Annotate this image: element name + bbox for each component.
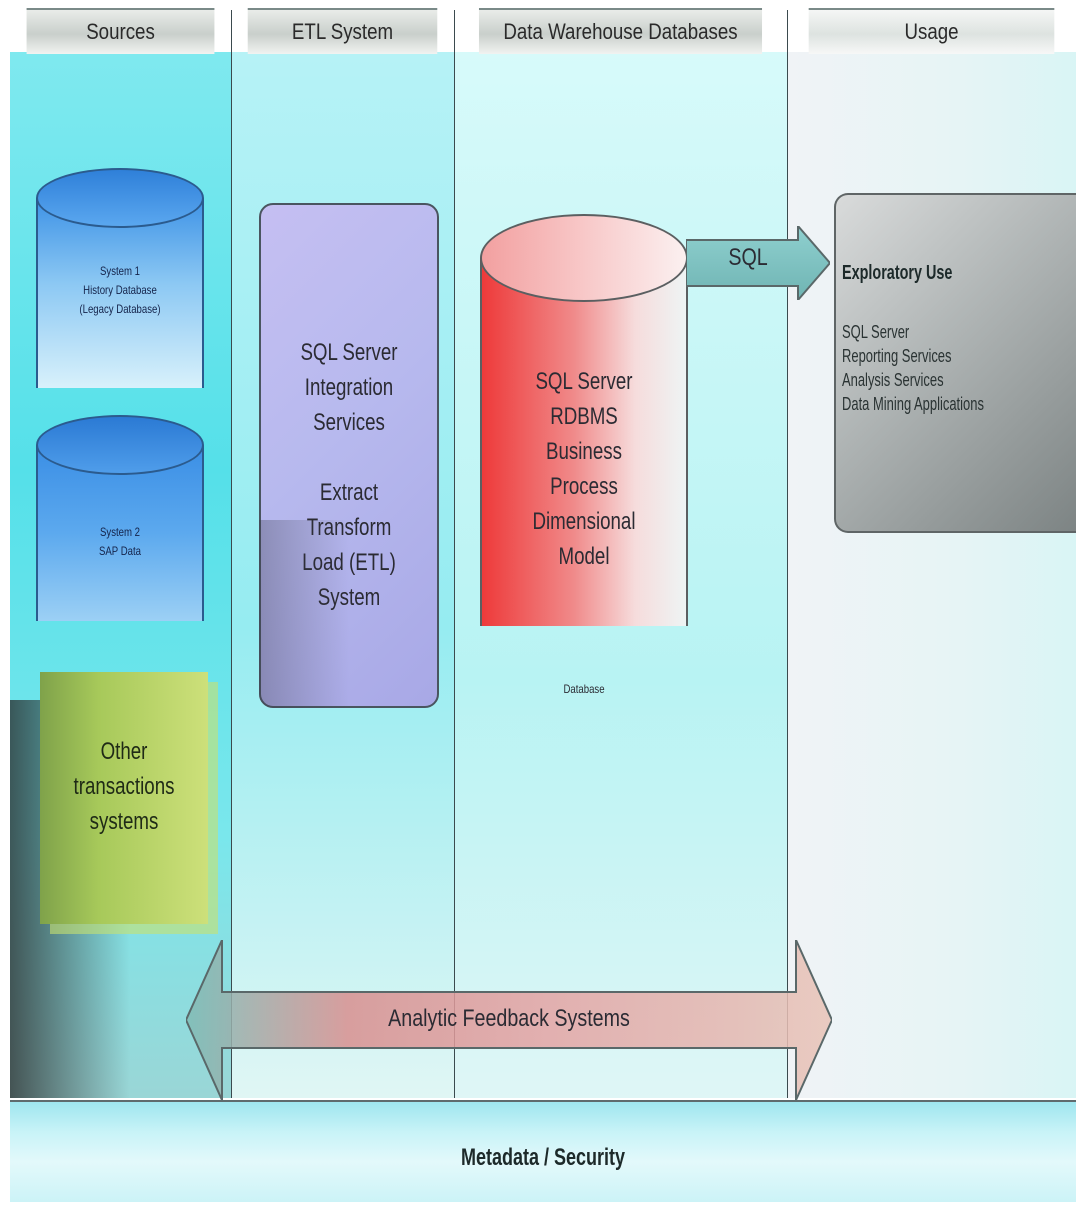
warehouse-database-label: SQL Server RDBMS Business Process Dimens…	[503, 364, 665, 574]
warehouse-line: Dimensional	[532, 508, 636, 535]
other-systems-label: Other transactions systems	[58, 734, 189, 839]
integration-services-label: SQL Server Integration Services	[280, 335, 417, 440]
cylinder-top	[36, 415, 204, 475]
cylinder-body	[480, 258, 688, 626]
header-usage: Usage	[808, 8, 1055, 54]
exploratory-use-item: Analysis Services	[842, 370, 944, 390]
cylinder-top	[480, 214, 688, 302]
etl-system-box: SQL Server Integration Services Extract …	[259, 203, 439, 708]
etl-line: Extract Transform	[306, 479, 392, 541]
other-systems-line: Other	[100, 738, 148, 765]
exploratory-use-item: Reporting Services	[842, 346, 952, 366]
other-systems-line: systems	[89, 808, 159, 835]
metadata-security-label: Metadata / Security	[460, 1144, 626, 1171]
etl-line: Integration	[304, 374, 394, 401]
column-divider	[787, 10, 788, 1098]
system2-label: System 2 SAP Data	[53, 523, 187, 561]
etl-line: System	[280, 580, 417, 615]
exploratory-use-item: Data Mining Applications	[842, 394, 984, 414]
warehouse-database-cylinder: SQL Server RDBMS Business Process Dimens…	[480, 214, 688, 670]
header-sources: Sources	[26, 8, 215, 54]
database-caption: Database	[563, 682, 605, 696]
header-data-warehouse: Data Warehouse Databases	[478, 8, 763, 54]
etl-line: Load (ETL)	[302, 549, 396, 576]
header-etl-system: ETL System	[247, 8, 438, 54]
warehouse-line: SQL Server	[535, 368, 633, 395]
metadata-security-bar	[10, 1100, 1076, 1202]
etl-box-shade	[259, 520, 349, 708]
etl-line: SQL Server	[300, 339, 398, 366]
system1-line: System 1	[99, 264, 140, 278]
cylinder-top	[36, 168, 204, 228]
other-systems-line: transactions	[73, 773, 175, 800]
analytic-feedback-label: Analytic Feedback Systems	[388, 1005, 630, 1032]
other-systems-box	[40, 672, 208, 924]
analytic-feedback-arrow	[186, 940, 832, 1100]
system2-database-cylinder: System 2 SAP Data	[36, 415, 204, 651]
cylinder-body	[36, 198, 204, 388]
column-divider	[231, 10, 232, 1098]
exploratory-use-item: SQL Server	[842, 322, 910, 342]
warehouse-line: Model	[558, 543, 610, 570]
exploratory-use-box	[834, 193, 1076, 533]
etl-line: Services	[313, 409, 385, 436]
sql-arrow-label: SQL	[728, 244, 768, 271]
warehouse-line: RDBMS	[550, 403, 618, 430]
system2-line: SAP Data	[99, 544, 141, 558]
system1-database-cylinder: System 1 History Database (Legacy Databa…	[36, 168, 204, 418]
warehouse-line: Process	[550, 473, 618, 500]
column-divider	[454, 10, 455, 1098]
etl-description-label: Extract Transform Load (ETL) System	[280, 475, 417, 615]
system1-line: History Database	[83, 283, 157, 297]
sql-arrow	[686, 226, 830, 300]
system1-label: System 1 History Database (Legacy Databa…	[53, 262, 187, 319]
warehouse-line: Business	[546, 438, 622, 465]
system1-line: (Legacy Database)	[79, 302, 161, 316]
exploratory-use-title: Exploratory Use	[842, 262, 953, 284]
system2-line: System 2	[99, 525, 140, 539]
